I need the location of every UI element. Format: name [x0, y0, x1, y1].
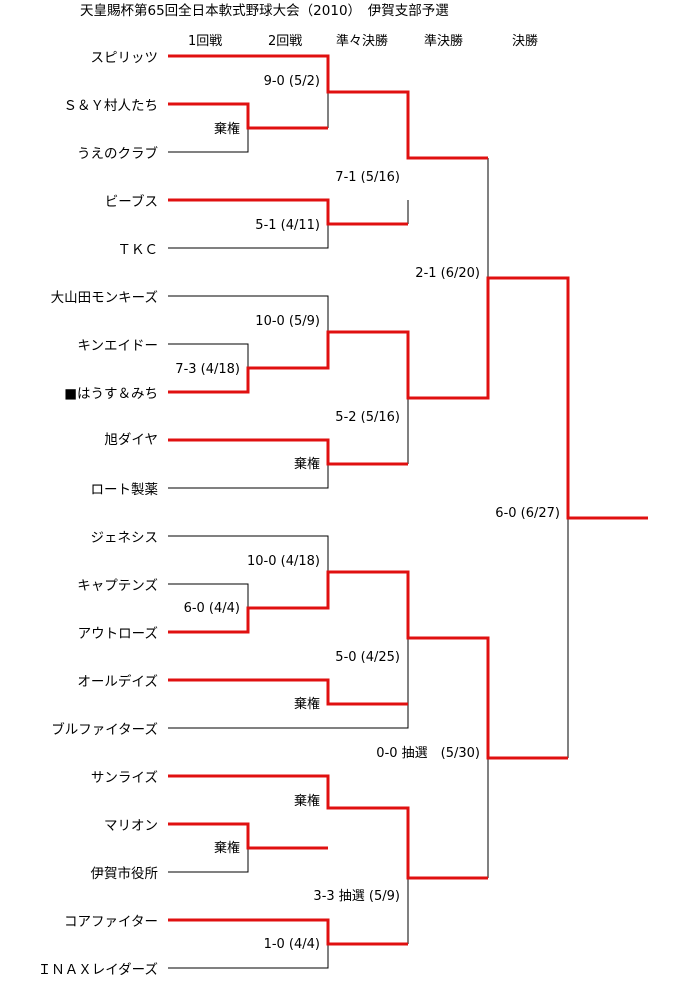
team-name: Ｓ＆Ｙ村人たち: [64, 98, 159, 114]
bracket-line: [168, 678, 408, 706]
match-result: 10-0 (4/18): [247, 554, 320, 569]
team-name: うえのクラブ: [77, 145, 158, 162]
team-name: マリオン: [104, 818, 158, 834]
team-name: ＴＫＣ: [118, 242, 159, 258]
bracket-line: [168, 774, 488, 880]
match-result: 0-0 抽選 (5/30): [376, 746, 480, 761]
bracket-line: [168, 918, 408, 946]
match-result: 6-0 (4/4): [184, 601, 240, 616]
match-result: 2-1 (6/20): [415, 266, 480, 281]
team-name: スピリッツ: [91, 50, 159, 66]
team-name: サンライズ: [91, 770, 158, 786]
team-name: オールデイズ: [77, 673, 158, 690]
match-result: 3-3 抽選 (5/9): [313, 889, 400, 904]
team-name: 伊賀市役所: [91, 865, 159, 882]
team-name: キンエイドー: [77, 338, 158, 354]
team-name: キャプテンズ: [77, 578, 158, 594]
team-name: ■はうす＆みち: [64, 386, 158, 402]
bracket-line: [168, 438, 408, 466]
team-name: ビーブス: [105, 193, 158, 210]
match-result: 7-1 (5/16): [335, 170, 400, 185]
match-result: 1-0 (4/4): [264, 937, 320, 952]
match-result: 5-2 (5/16): [335, 410, 400, 425]
round-header-2: 2回戦: [268, 34, 302, 49]
bracket-line: [168, 535, 329, 572]
team-name: ロート製薬: [91, 482, 159, 498]
winner-path-lines: [168, 54, 648, 946]
bracket-line: [168, 224, 329, 249]
match-result: 6-0 (6/27): [495, 506, 560, 521]
bracket-lines: [168, 80, 569, 969]
match-result: 棄権: [294, 793, 320, 809]
round-header-1: 1回戦: [188, 34, 222, 49]
match-result: 棄権: [214, 840, 240, 856]
bracket-line: [168, 295, 329, 332]
team-name: アウトローズ: [78, 626, 158, 642]
match-result: 棄権: [294, 696, 320, 712]
team-name: ＩＮＡＸレイダーズ: [38, 962, 158, 978]
bracket-line: [168, 276, 648, 520]
team-name: ブルファイターズ: [51, 721, 158, 738]
bracket-line: [168, 198, 408, 226]
match-result: 棄権: [294, 456, 320, 472]
round-header-final: 決勝: [512, 34, 538, 49]
round-header-semifinal: 準決勝: [424, 33, 463, 49]
match-result: 9-0 (5/2): [264, 74, 320, 89]
bracket-line: [168, 464, 329, 489]
team-name: 大山田モンキーズ: [51, 290, 158, 306]
team-name: ジェネシス: [91, 530, 159, 546]
team-name: コアファイター: [64, 914, 158, 930]
bracket-line: [168, 704, 409, 729]
page-title: 天皇賜杯第65回全日本軟式野球大会（2010） 伊賀支部予選: [80, 2, 449, 19]
bracket-line: [168, 54, 488, 160]
match-result: 10-0 (5/9): [255, 314, 320, 329]
bracket-line: [168, 570, 568, 760]
match-result: 5-1 (4/11): [255, 218, 320, 233]
match-result: 5-0 (4/25): [335, 650, 400, 665]
bracket-line: [168, 343, 249, 368]
bracket-line: [168, 944, 329, 969]
match-result: 7-3 (4/18): [175, 362, 240, 377]
team-name: 旭ダイヤ: [104, 432, 158, 448]
bracket-line: [168, 128, 249, 153]
bracket-line: [168, 102, 328, 130]
team-list: スピリッツ Ｓ＆Ｙ村人たち うえのクラブ ビーブス ＴＫＣ 大山田モンキーズ キ…: [38, 50, 159, 978]
bracket-line: [168, 583, 249, 608]
bracket-line: [168, 848, 249, 873]
match-results: 棄権 7-3 (4/18) 6-0 (4/4) 棄権 9-0 (5/2) 5-1…: [175, 74, 560, 952]
round-header-quarterfinal: 準々決勝: [336, 33, 388, 49]
bracket-line: [168, 822, 328, 850]
match-result: 棄権: [214, 121, 240, 137]
